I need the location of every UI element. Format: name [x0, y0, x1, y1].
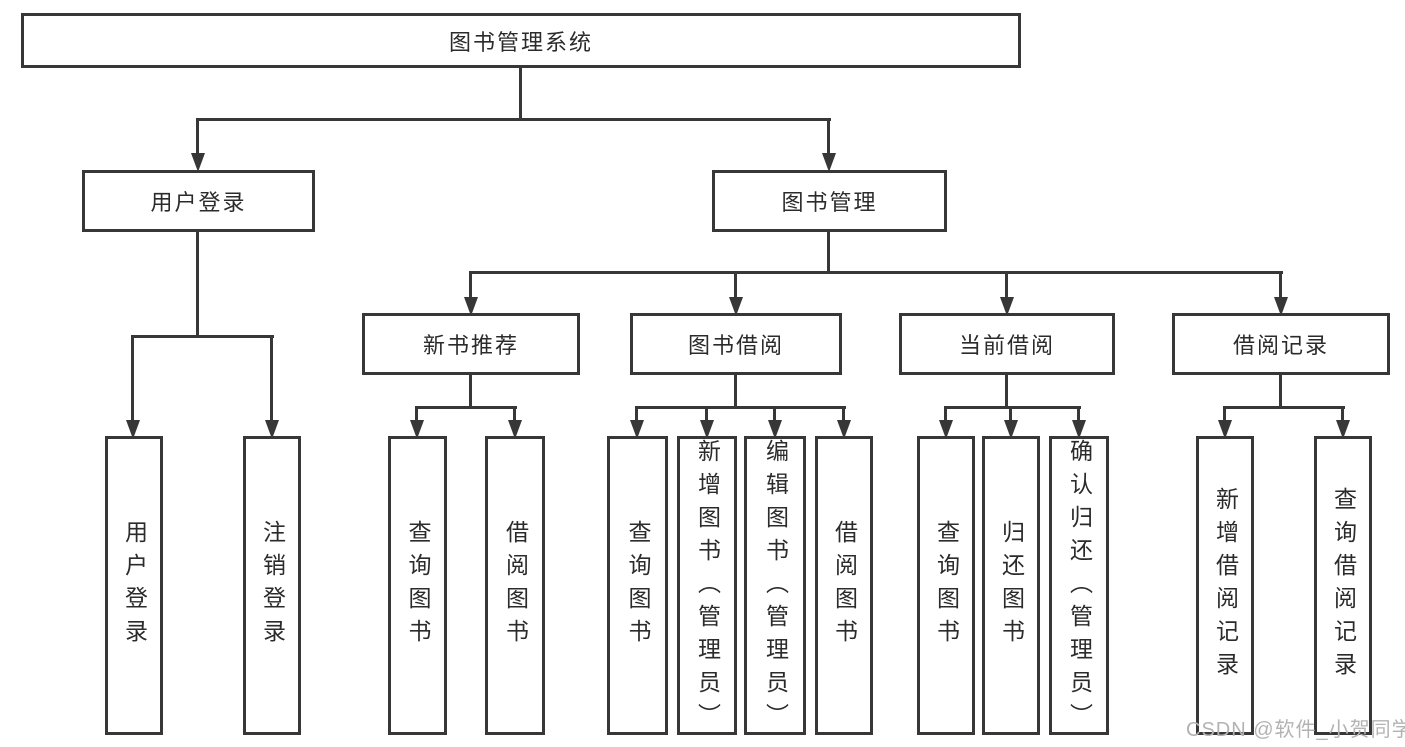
connector-line: [1279, 272, 1282, 302]
connector-line: [944, 407, 947, 425]
connector-line: [734, 272, 737, 302]
arrow-down-icon: [837, 420, 851, 439]
node-leaf-logout: 注销登录: [243, 436, 301, 735]
connector-line: [196, 230, 199, 338]
connector-line: [842, 407, 845, 425]
node-leaf-return-book: 归还图书: [982, 436, 1040, 735]
node-leaf-edit-book-admin: 编辑图书（管理员）: [744, 436, 806, 736]
connector-line: [827, 119, 830, 158]
connector-line: [1279, 373, 1282, 409]
connector-line: [270, 336, 273, 425]
arrow-down-icon: [630, 420, 644, 439]
connector-line: [944, 406, 1081, 409]
node-book-borrowing: 图书借阅: [630, 313, 842, 375]
connector-line: [415, 406, 517, 409]
connector-line: [469, 373, 472, 409]
arrow-down-icon: [768, 420, 782, 439]
node-leaf-user-login: 用户登录: [105, 436, 163, 735]
arrow-down-icon: [1004, 420, 1018, 439]
arrow-down-icon: [1218, 420, 1232, 439]
connector-line: [469, 272, 472, 302]
arrow-down-icon: [1336, 420, 1350, 439]
node-leaf-query-borrow-rec: 查询借阅记录: [1314, 436, 1372, 735]
node-label: 图书管理系统: [448, 29, 593, 55]
connector-line: [469, 271, 1283, 274]
node-label: 借阅图书: [831, 519, 858, 652]
node-leaf-confirm-return: 确认归还（管理员）: [1049, 436, 1109, 736]
node-label: 确认归还（管理员）: [1066, 439, 1093, 736]
node-label: 查询图书: [933, 519, 960, 652]
arrow-down-icon: [1000, 297, 1014, 316]
connector-line: [1005, 373, 1008, 409]
connector-line: [1223, 406, 1345, 409]
arrow-down-icon: [410, 420, 424, 439]
node-root: 图书管理系统: [21, 13, 1021, 68]
connector-line: [827, 230, 830, 274]
arrow-down-icon: [1072, 420, 1086, 439]
node-label: 用户登录: [150, 190, 247, 215]
node-leaf-borrow-book-2: 借阅图书: [815, 436, 873, 735]
node-label: 编辑图书（管理员）: [762, 439, 789, 736]
node-current-borrowing: 当前借阅: [899, 313, 1115, 375]
arrow-down-icon: [191, 153, 205, 172]
connector-line: [1077, 407, 1080, 425]
node-borrow-records: 借阅记录: [1172, 313, 1390, 375]
arrow-down-icon: [729, 297, 743, 316]
connector-line: [1009, 407, 1012, 425]
connector-line: [734, 373, 737, 409]
connector-line: [635, 406, 846, 409]
connector-line: [415, 407, 418, 425]
node-label: 归还图书: [998, 519, 1025, 652]
node-label: 借阅记录: [1232, 333, 1329, 358]
connector-line: [1005, 272, 1008, 302]
node-leaf-add-book-admin: 新增图书（管理员）: [677, 436, 737, 736]
node-label: 当前借阅: [958, 333, 1055, 358]
arrow-down-icon: [265, 420, 279, 439]
node-leaf-query-book-3: 查询图书: [917, 436, 975, 735]
node-label: 查询借阅记录: [1330, 486, 1357, 685]
arrow-down-icon: [464, 297, 478, 316]
connector-line: [196, 118, 831, 121]
node-leaf-query-book-1: 查询图书: [388, 436, 447, 735]
node-user-login: 用户登录: [82, 170, 315, 232]
node-label: 查询图书: [625, 519, 651, 652]
csdn-watermark: CSDN @软件_小贺同学: [1186, 719, 1405, 741]
node-new-book-recommend: 新书推荐: [362, 313, 580, 375]
arrow-down-icon: [822, 153, 836, 172]
node-label: 用户登录: [121, 519, 148, 652]
arrow-down-icon: [1274, 297, 1288, 316]
arrow-down-icon: [939, 420, 953, 439]
arrow-down-icon: [700, 420, 714, 439]
connector-line: [635, 407, 638, 425]
connector-line: [773, 407, 776, 425]
arrow-down-icon: [508, 420, 522, 439]
connector-line: [519, 66, 522, 121]
node-label: 注销登录: [259, 519, 286, 652]
node-label: 图书管理: [781, 190, 878, 215]
node-book-management: 图书管理: [712, 170, 947, 232]
node-label: 图书借阅: [687, 333, 784, 358]
connector-line: [1223, 407, 1226, 425]
node-label: 新增借阅记录: [1212, 486, 1239, 685]
node-leaf-add-borrow-rec: 新增借阅记录: [1196, 436, 1254, 735]
node-label: 查询图书: [405, 519, 431, 652]
node-label: 借阅图书: [502, 519, 529, 652]
connector-line: [196, 119, 199, 158]
node-label: 新书推荐: [422, 333, 519, 358]
node-leaf-query-book-2: 查询图书: [607, 436, 668, 735]
arrow-down-icon: [126, 420, 140, 439]
connector-line: [131, 336, 134, 425]
connector-line: [1341, 407, 1344, 425]
node-label: 新增图书（管理员）: [694, 439, 721, 736]
node-leaf-borrow-book-1: 借阅图书: [485, 436, 545, 735]
connector-line: [131, 335, 274, 338]
connector-line: [705, 407, 708, 425]
connector-line: [513, 407, 516, 425]
